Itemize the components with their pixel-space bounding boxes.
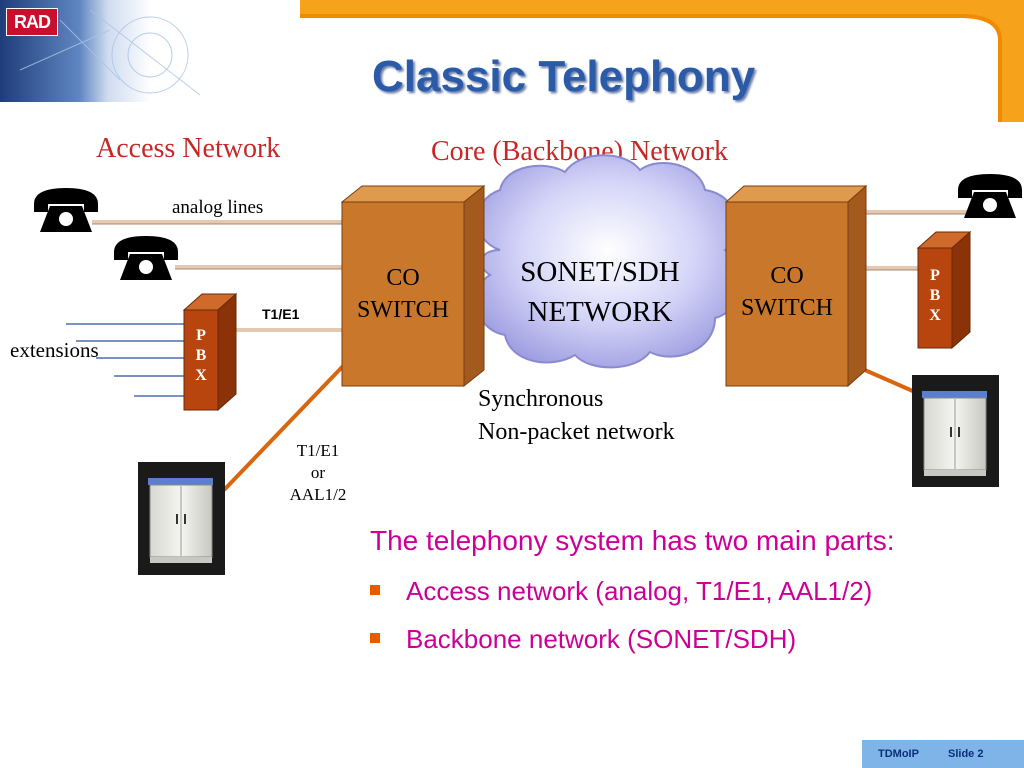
access-network-label: Access Network (96, 133, 281, 164)
bullet-marker (370, 633, 380, 644)
analog-lines (92, 210, 970, 270)
extension-lines (66, 323, 184, 397)
bullet-item: Access network (analog, T1/E1, AAL1/2) (370, 576, 872, 607)
bullet-item: Backbone network (SONET/SDH) (370, 624, 796, 655)
header-banner (0, 0, 1024, 122)
extensions-label: extensions (10, 338, 99, 362)
slide-footer: TDMoIP Slide 2 (862, 740, 1024, 768)
co-switch-left (340, 184, 486, 388)
pbx-right-label: P B X (929, 267, 941, 324)
analog-line-shadows (92, 213, 970, 271)
analog-lines-label: analog lines (172, 197, 264, 218)
pbx-left-label: P B X (195, 327, 207, 384)
cabinet-icon (912, 375, 999, 487)
bullet-marker (370, 585, 380, 596)
t1e1-or-aal-label: T1/E1 or AAL1/2 (289, 441, 347, 504)
co-switch-left-label: CO SWITCH (357, 265, 449, 323)
bullets-heading: The telephony system has two main parts: (370, 525, 895, 556)
synchronous-label: Synchronous Non-packet network (478, 386, 675, 445)
cabinet-link-left (222, 362, 347, 492)
telephone-icon (958, 174, 1022, 218)
t1e1-label: T1/E1 (262, 306, 300, 322)
telephone-icon (114, 236, 178, 280)
co-switch-right-label: CO SWITCH (741, 263, 833, 321)
telephone-icon (34, 188, 98, 232)
pbx-left (182, 292, 238, 412)
cabinet-link-right (857, 365, 916, 394)
footer-slide-number: Slide 2 (948, 748, 984, 760)
slide-title: Classic Telephony (372, 52, 756, 101)
cloud-label: SONET/SDH NETWORK (520, 256, 680, 328)
pbx-right (916, 230, 972, 350)
footer-product: TDMoIP (878, 748, 919, 760)
cabinet-icon (138, 462, 225, 575)
co-switch-right (724, 184, 868, 388)
rad-logo: RAD (6, 8, 58, 36)
